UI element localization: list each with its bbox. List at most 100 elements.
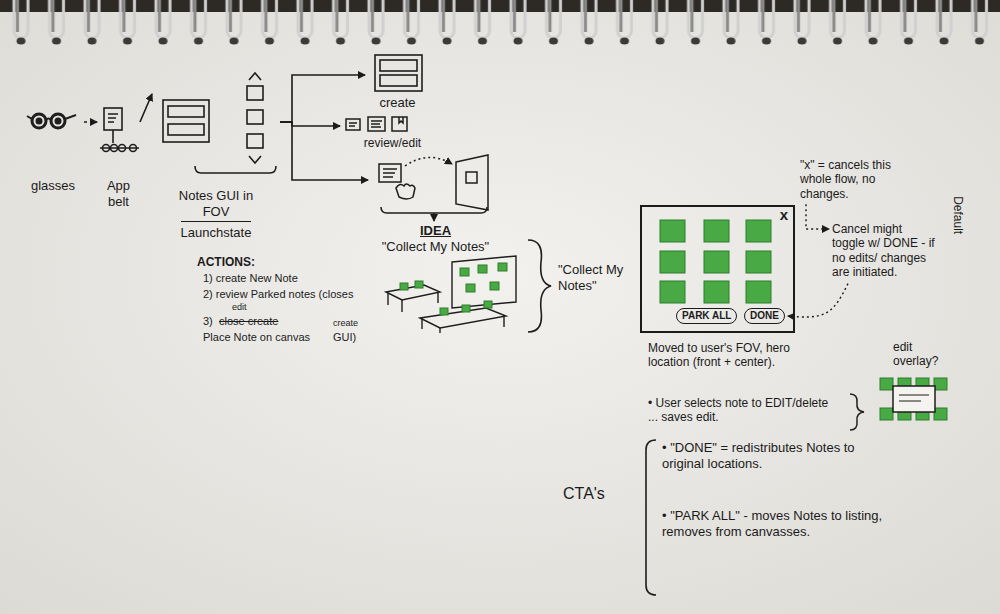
curly-brace	[528, 240, 551, 332]
belt-icon: App belt	[97, 100, 140, 210]
place-sketch	[381, 207, 487, 213]
edit-overlay-sketch	[934, 378, 947, 390]
annotation: create	[333, 318, 358, 329]
flow-arrow	[280, 122, 368, 180]
gui-sketch	[249, 73, 261, 80]
edit-overlay-sketch	[880, 378, 893, 390]
node-label: Launchstate	[181, 221, 252, 241]
glasses-icon	[27, 116, 32, 119]
note-grid	[660, 220, 771, 303]
annotation-wrap: edit	[232, 302, 247, 313]
annotation-wrap: GUI)	[333, 331, 356, 344]
annotation: Default	[951, 196, 965, 234]
glasses-icon	[51, 114, 65, 128]
node-label: IDEA	[420, 223, 451, 239]
room-sketch	[400, 263, 507, 315]
node-label: "Collect My Notes"	[382, 239, 489, 255]
room-sketch	[422, 317, 504, 333]
list-sketch	[368, 117, 385, 131]
gui-sketch	[249, 156, 261, 163]
note-grid	[704, 220, 729, 242]
belt-sketch	[130, 145, 137, 152]
note-grid	[660, 220, 685, 242]
annotation: • "PARK ALL" - moves Notes to listing, r…	[662, 508, 912, 539]
panel-sketch	[380, 75, 417, 86]
belt-sketch	[111, 145, 118, 152]
place-sketch	[379, 155, 488, 221]
annotation: ACTIONS:	[197, 255, 255, 269]
annotation-wrap: 1) create New Note	[203, 272, 298, 285]
device-icon: glasses	[22, 100, 84, 195]
node-label: create	[379, 95, 415, 111]
node-label: review/edit	[364, 136, 421, 150]
annotation-wrap: • User selects note to EDIT/delete ... s…	[648, 396, 838, 425]
gui-sketch	[163, 100, 209, 142]
glasses-icon	[46, 119, 51, 121]
gui-sketch	[168, 106, 204, 117]
notes-panel: xPARK ALLDONE	[640, 205, 795, 333]
annotation: 2) review Parked notes (closes	[203, 288, 353, 301]
annotation-wrap: "x" = cancels this whole flow, no change…	[800, 158, 912, 201]
list-sketch	[346, 119, 360, 130]
flow-arrow	[84, 121, 97, 123]
annotation: 3)	[203, 315, 213, 328]
belt-sketch	[100, 147, 139, 149]
leader-line	[788, 284, 848, 317]
place-sketch	[405, 157, 452, 166]
room-sketch	[462, 305, 470, 312]
room-sketch	[460, 268, 469, 276]
room-sketch	[466, 284, 475, 292]
annotation: "Collect My Notes"	[558, 262, 636, 293]
glasses-icon	[65, 115, 76, 119]
annotation: • User selects note to EDIT/delete ... s…	[648, 396, 838, 425]
room-sketch	[386, 285, 440, 300]
annotation-wrap: create	[333, 318, 358, 329]
screen-option: create	[365, 50, 430, 112]
node-label: Notes GUI in FOV	[174, 188, 258, 219]
room-sketch	[415, 281, 423, 288]
annotation-wrap: CTA's	[563, 484, 605, 503]
annotation: GUI)	[333, 331, 356, 344]
panel-sketch	[380, 60, 417, 71]
annotation-wrap: close create	[219, 315, 278, 328]
glasses-icon	[56, 119, 61, 124]
place-sketch	[466, 172, 477, 183]
node-label: glasses	[31, 178, 75, 194]
edit-overlay-sketch	[934, 408, 947, 420]
gui-sketch	[247, 134, 263, 148]
place-sketch	[456, 155, 488, 210]
annotation: • "DONE" = redistributes Notes to origin…	[662, 440, 892, 471]
glasses-icon	[27, 114, 76, 128]
annotation: edit overlay?	[893, 340, 955, 369]
list-sketch	[399, 117, 403, 123]
screen-option: review/edit	[340, 112, 445, 152]
room-sketch	[498, 263, 507, 271]
room-sketch	[484, 301, 492, 308]
belt-sketch	[119, 145, 126, 152]
glasses-icon	[32, 114, 46, 128]
annotation-wrap: 2) review Parked notes (closes	[203, 288, 353, 301]
flow-arrow	[140, 94, 152, 122]
annotation-wrap: Default	[951, 196, 965, 234]
annotation: CTA's	[563, 484, 605, 503]
cta-button: PARK ALL	[676, 308, 737, 324]
square-bracket	[646, 440, 656, 595]
annotation-wrap: ACTIONS:	[197, 255, 255, 269]
annotation: Cancel might toggle w/ DONE - if no edit…	[832, 222, 937, 280]
belt-sketch	[103, 145, 110, 152]
node-label: DONE	[750, 310, 779, 322]
edit-overlay-sketch	[893, 386, 935, 412]
cta-button: DONE	[744, 308, 785, 324]
place-sketch	[379, 164, 401, 182]
belt-sketch	[108, 114, 118, 122]
room-sketch	[478, 265, 487, 273]
edit-overlay-sketch	[880, 408, 893, 420]
list-sketch	[392, 117, 407, 131]
annotation-wrap: Place Note on canvas	[203, 331, 310, 344]
launch-gui: Notes GUI in FOVLaunchstate	[152, 72, 280, 241]
curly-brace	[850, 394, 864, 430]
room-sketch	[490, 282, 499, 290]
note-grid	[660, 281, 685, 303]
gui-sketch	[247, 86, 263, 100]
